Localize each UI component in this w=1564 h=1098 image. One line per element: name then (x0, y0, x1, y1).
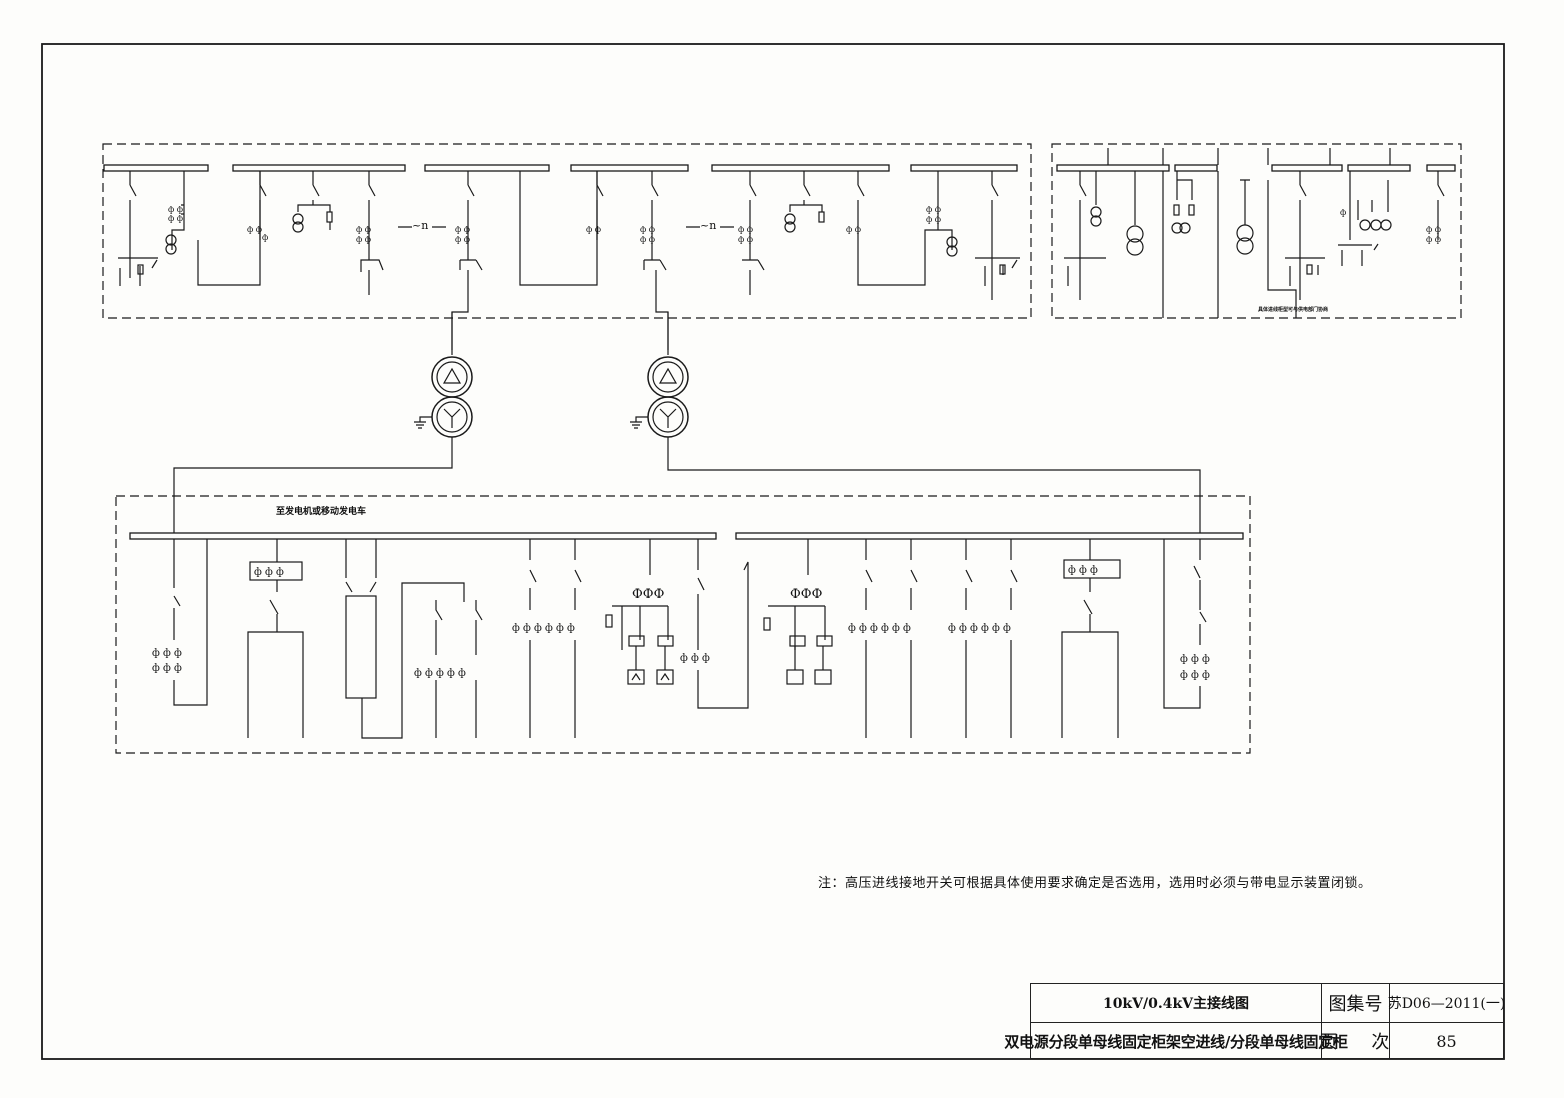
svg-text:ф ф ф ф ф ф: ф ф ф ф ф ф (512, 623, 575, 634)
svg-text:ф ф: ф ф (926, 205, 941, 214)
svg-text:ФФФ: ФФФ (632, 587, 665, 602)
title-line-1: 10kV/0.4kV主接线图 (1102, 996, 1250, 1012)
svg-text:ф ф: ф ф (356, 225, 371, 234)
svg-text:ф ф: ф ф (926, 215, 941, 224)
drawing-frame (41, 43, 1505, 1060)
svg-text:ф ф ф: ф ф ф (152, 648, 182, 659)
svg-text:ф ф ф ф ф ф: ф ф ф ф ф ф (848, 623, 911, 634)
svg-text:ф: ф (262, 233, 268, 242)
svg-text:ф ф: ф ф (168, 214, 183, 223)
svg-text:ф ф ф: ф ф ф (254, 567, 284, 578)
svg-text:ф ф: ф ф (1426, 235, 1441, 244)
svg-text:ф ф ф: ф ф ф (680, 653, 710, 664)
atlas-label: 图集号 (1321, 984, 1389, 1022)
page-label: 页 次 (1320, 1022, 1389, 1059)
hv-metering-boundary (1051, 143, 1462, 319)
svg-text:ф ф ф: ф ф ф (1180, 654, 1210, 665)
svg-text:ф ф: ф ф (738, 235, 753, 244)
atlas-number: 苏D06—2011(一) (1388, 984, 1505, 1022)
svg-text:ф ф ф: ф ф ф (152, 663, 182, 674)
svg-text:ф ф ф ф ф: ф ф ф ф ф (414, 668, 466, 679)
page-number: 85 (1389, 1022, 1503, 1059)
transformer-2 (630, 312, 1201, 533)
svg-text:ф ф ф: ф ф ф (1180, 670, 1210, 681)
lv-switchgear-boundary (115, 495, 1251, 754)
lv-feeders: ф ф ф ф ф ф ф ф ф ф ф ф ф ф ф ф ф ф ф ф … (152, 539, 1210, 739)
svg-text:ф ф: ф ф (586, 225, 601, 234)
title-line-2: 双电源分段单母线固定柜架空进线/分段单母线固定柜 (1004, 1022, 1348, 1059)
hv-switchgear-boundary (102, 143, 1032, 319)
drawing-note: 注：高压进线接地开关可根据具体使用要求确定是否选用，选用时必须与带电显示装置闭锁… (818, 876, 1372, 891)
transformer-1 (173, 312, 473, 533)
svg-text:ф ф: ф ф (640, 225, 655, 234)
svg-text:ф ф ф: ф ф ф (1068, 565, 1098, 576)
svg-text:ф ф: ф ф (455, 235, 470, 244)
svg-text:ф ф: ф ф (247, 225, 262, 234)
tilde-label-2: ~n (700, 219, 717, 232)
generator-label: 至发电机或移动发电车 (276, 507, 367, 517)
svg-text:ф ф: ф ф (738, 225, 753, 234)
svg-text:ф ф: ф ф (640, 235, 655, 244)
svg-text:ф ф ф ф ф ф: ф ф ф ф ф ф (948, 623, 1011, 634)
hv-busbars (103, 164, 1456, 172)
svg-text:ф ф: ф ф (455, 225, 470, 234)
svg-text:ф ф: ф ф (1426, 225, 1441, 234)
svg-text:ф: ф (1340, 208, 1346, 217)
title-block: 10kV/0.4kV主接线图 双电源分段单母线固定柜架空进线/分段单母线固定柜 … (1004, 983, 1505, 1059)
svg-text:ф ф: ф ф (168, 205, 183, 214)
tilde-label-1: ~n (412, 219, 429, 232)
svg-text:ф ф: ф ф (846, 225, 861, 234)
svg-text:ФФФ: ФФФ (790, 587, 823, 602)
hv-feeders: ф ф ф ф ф ф ф ф ф ф ф ф ф ф ф ф ф ф ф (118, 148, 1445, 350)
svg-text:ф ф: ф ф (356, 235, 371, 244)
hv-annotation: 具体进线柜型可与供电部门协商 (1258, 307, 1329, 313)
lv-busbars (129, 532, 1244, 540)
